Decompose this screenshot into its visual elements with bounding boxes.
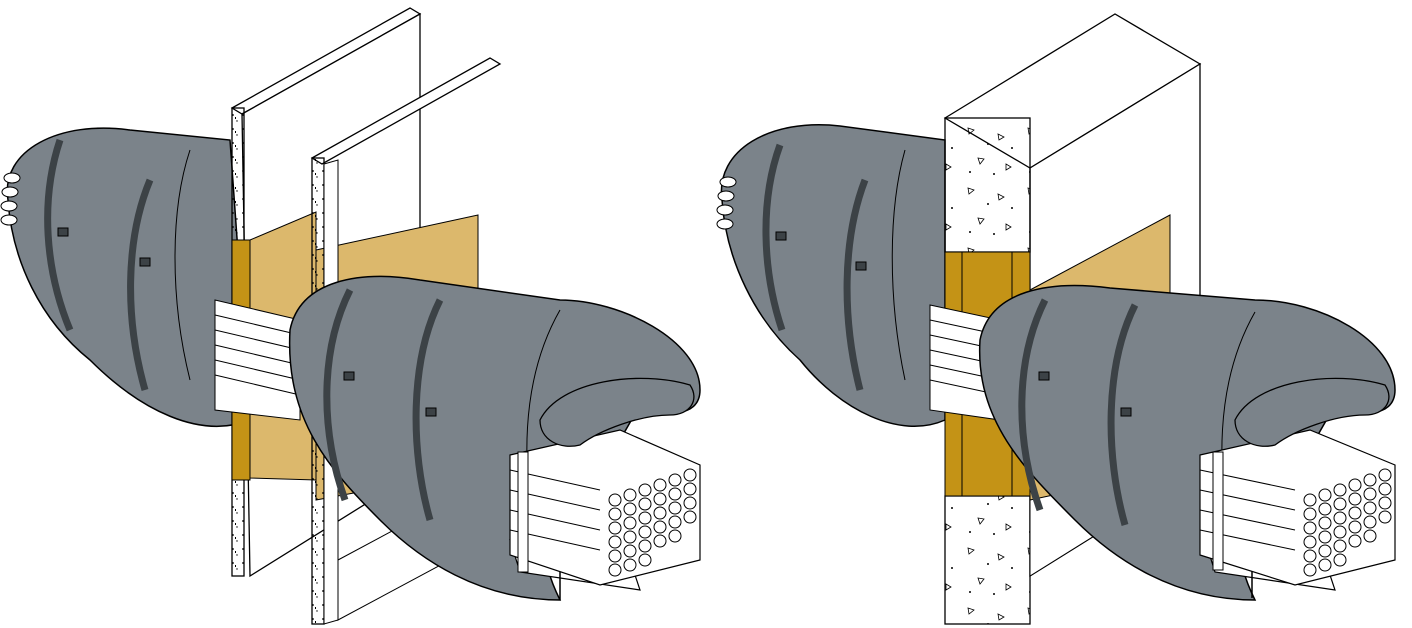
strap-icon: [775, 231, 787, 241]
wrap-collar-back: [6, 127, 251, 428]
cable-bundle-icon: [509, 429, 701, 586]
strap-icon: [343, 371, 355, 381]
wrap-collar-icon: [288, 275, 701, 601]
cable-bundle-through: [214, 299, 301, 421]
wrap-flap: [539, 377, 695, 447]
strap-icon: [57, 227, 69, 237]
strap-icon: [139, 257, 151, 267]
strap-icon: [855, 261, 867, 271]
wrap-collar-back: [720, 124, 946, 428]
strap-icon: [425, 407, 437, 417]
cable-bundle-back: [0, 172, 21, 226]
strap-icon: [1120, 407, 1132, 417]
figure-concrete: [716, 13, 1396, 625]
cable-bundle-back: [716, 176, 737, 230]
figure-drywall: [0, 7, 701, 625]
cable-bundle-icon: [1199, 429, 1396, 586]
strap-icon: [1038, 371, 1050, 381]
wrap-flap: [1234, 377, 1390, 447]
